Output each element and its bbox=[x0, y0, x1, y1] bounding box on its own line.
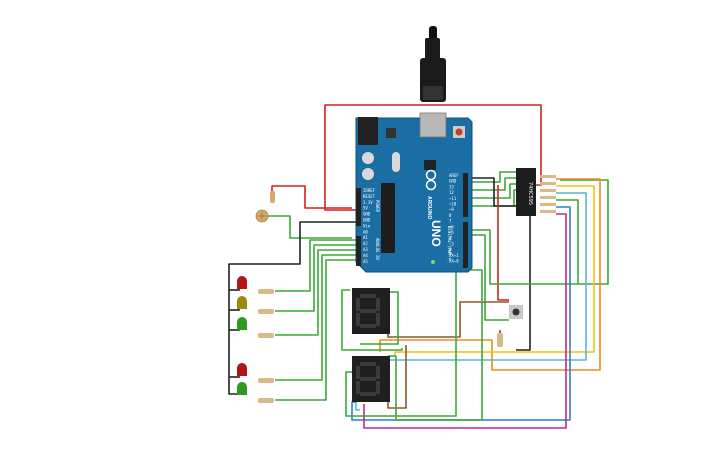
wire-green-d2[interactable] bbox=[462, 177, 516, 191]
wire-green-d1[interactable] bbox=[462, 171, 516, 183]
power-led bbox=[431, 260, 435, 264]
resistor-1[interactable] bbox=[258, 289, 274, 294]
reset-button-cap[interactable] bbox=[455, 128, 463, 136]
left-pin-label: IOREF bbox=[363, 188, 376, 193]
resistor-array bbox=[540, 175, 556, 213]
left-pin-label: 5V bbox=[363, 206, 368, 211]
left-pin-label: A3 bbox=[363, 247, 368, 252]
wire-black-chip-gnd[interactable] bbox=[462, 177, 516, 207]
right-pin-label: 8 bbox=[449, 213, 452, 218]
right-pin-label: TX→1 bbox=[449, 253, 459, 258]
capacitor-1 bbox=[362, 152, 374, 164]
right-pin-label: 4 bbox=[449, 236, 452, 241]
led-red-2[interactable] bbox=[237, 363, 247, 376]
wire-black-gnd-leds[interactable] bbox=[228, 221, 356, 395]
arduino-logo bbox=[425, 169, 437, 191]
wire-orange[interactable] bbox=[379, 178, 601, 371]
brand-text: ARDUINO bbox=[426, 196, 432, 219]
usb-chip bbox=[424, 160, 436, 170]
crystal bbox=[392, 152, 400, 172]
resistor-3[interactable] bbox=[258, 333, 274, 338]
right-pin-label: ~10 bbox=[449, 202, 457, 207]
right-pin-label: ~3 bbox=[449, 241, 454, 246]
digital-label: DIGITAL (PWM~) bbox=[447, 226, 452, 260]
led-yellow[interactable] bbox=[237, 296, 247, 309]
resistor-4[interactable] bbox=[258, 378, 274, 383]
voltage-regulator bbox=[386, 128, 396, 138]
wires bbox=[228, 104, 609, 429]
wire-brown-2[interactable] bbox=[387, 345, 407, 409]
shift-register-74hc595[interactable]: 74HC595 bbox=[516, 168, 556, 216]
right-pin-label: 13 bbox=[449, 184, 454, 189]
model-text: UNO bbox=[429, 220, 443, 247]
wire-red-button[interactable] bbox=[497, 185, 509, 301]
wire-green-a1[interactable] bbox=[275, 244, 356, 312]
wire-black-chip-bot[interactable] bbox=[516, 211, 531, 351]
led-green-2[interactable] bbox=[237, 382, 247, 395]
button-resistor[interactable] bbox=[497, 333, 503, 347]
right-header-bottom[interactable] bbox=[463, 222, 468, 268]
left-pin-label: A4 bbox=[363, 253, 368, 258]
left-pin-label: GND bbox=[363, 212, 371, 217]
wire-yellow[interactable] bbox=[394, 185, 595, 356]
left-header-power[interactable] bbox=[356, 188, 361, 226]
resistor-2[interactable] bbox=[258, 309, 274, 314]
right-pin-label: AREF bbox=[449, 173, 459, 178]
arduino-uno-board[interactable]: ARDUINO UNO POWER ANALOG IN DIGITAL (PWM… bbox=[355, 112, 473, 273]
left-pin-label: GND bbox=[363, 218, 371, 223]
usb-port bbox=[419, 112, 447, 138]
chip-label: 74HC595 bbox=[527, 182, 533, 205]
power-jack bbox=[358, 117, 378, 145]
left-pin-label: A0 bbox=[363, 229, 368, 234]
push-button[interactable] bbox=[509, 305, 523, 319]
left-pin-label: A5 bbox=[363, 259, 368, 264]
right-pin-label: RX←0 bbox=[449, 259, 459, 264]
wire-green-disp2a[interactable] bbox=[388, 269, 483, 421]
power-label: POWER bbox=[375, 200, 380, 213]
usb-cable[interactable] bbox=[420, 26, 446, 102]
wire-magenta[interactable] bbox=[363, 213, 567, 429]
left-pin-label: A2 bbox=[363, 241, 368, 246]
capacitor-2 bbox=[362, 168, 374, 180]
wire-green-disp1a[interactable] bbox=[341, 289, 403, 351]
wire-green-chip[interactable] bbox=[556, 199, 579, 284]
wire-green-a0[interactable] bbox=[275, 239, 356, 292]
right-pin-label: GND bbox=[449, 179, 457, 184]
right-pin-label: 12 bbox=[449, 190, 454, 195]
led-red-1[interactable] bbox=[237, 276, 247, 289]
atmega-chip bbox=[381, 183, 395, 253]
wire-green-a2[interactable] bbox=[275, 249, 356, 336]
resistor-5[interactable] bbox=[258, 398, 274, 403]
led-green-1[interactable] bbox=[237, 317, 247, 330]
right-pin-label: 7 bbox=[449, 219, 452, 224]
right-pin-label: ~9 bbox=[449, 207, 454, 212]
wire-green-a3[interactable] bbox=[275, 254, 356, 381]
seven-segment-display-1[interactable] bbox=[352, 288, 390, 334]
left-pin-label: RESET bbox=[363, 194, 376, 199]
photoresistor[interactable] bbox=[255, 191, 275, 223]
wire-green-d3[interactable] bbox=[462, 183, 516, 199]
right-pin-label: ~11 bbox=[449, 196, 457, 201]
wire-green-disp1b[interactable] bbox=[360, 291, 399, 345]
wire-cyan[interactable] bbox=[355, 192, 587, 411]
right-header-top[interactable] bbox=[463, 173, 468, 217]
seven-segment-display-2[interactable] bbox=[352, 356, 390, 402]
left-pin-label: 3.3V bbox=[363, 200, 373, 205]
analog-label: ANALOG IN bbox=[375, 238, 380, 260]
left-pin-label: Vin bbox=[363, 223, 371, 228]
wire-green-button[interactable] bbox=[462, 234, 509, 321]
right-pin-label: 2 bbox=[449, 247, 452, 252]
right-pin-label: ~5 bbox=[449, 230, 454, 235]
wire-red-ldr[interactable] bbox=[271, 185, 352, 209]
left-pin-label: A1 bbox=[363, 235, 368, 240]
wire-green-d4[interactable] bbox=[462, 189, 516, 207]
right-pin-label: ~6 bbox=[449, 224, 454, 229]
left-header-analog[interactable] bbox=[356, 236, 361, 266]
wire-green-ldr[interactable] bbox=[268, 215, 352, 239]
wire-green-a4[interactable] bbox=[275, 259, 356, 401]
